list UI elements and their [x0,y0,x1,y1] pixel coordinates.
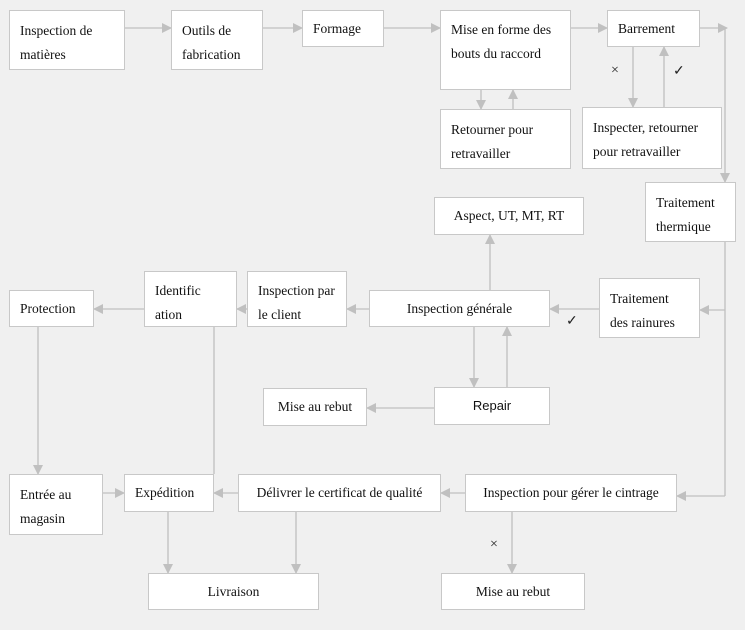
accept-mark-icon: ✓ [566,314,578,329]
node-livraison: Livraison [148,573,319,610]
node-mise-au-rebut-1: Mise au rebut [263,388,367,426]
node-repair: Repair [434,387,550,425]
node-certificat-qualite: Délivrer le certificat de qualité [238,474,441,512]
node-entree-magasin: Entrée au magasin [9,474,103,535]
node-barrement: Barrement [607,10,700,47]
reject-mark-icon: × [490,537,498,552]
node-traitement-thermique: Traitement thermique [645,182,736,242]
node-aspect-ut-mt-rt: Aspect, UT, MT, RT [434,197,584,235]
node-inspection-cintrage: Inspection pour gérer le cintrage [465,474,677,512]
reject-mark-icon: × [611,63,619,78]
node-protection: Protection [9,290,94,327]
node-identification: Identific ation [144,271,237,327]
accept-mark-icon: ✓ [673,64,685,79]
node-mise-au-rebut-2: Mise au rebut [441,573,585,610]
node-inspection-matieres: Inspection de matières [9,10,125,70]
node-inspecter-retourner: Inspecter, retourner pour retravailler [582,107,722,169]
node-traitement-rainures: Traitement des rainures [599,278,700,338]
node-mise-en-forme: Mise en forme des bouts du raccord [440,10,571,90]
node-formage: Formage [302,10,384,47]
node-retourner: Retourner pour retravailler [440,109,571,169]
node-outils-fabrication: Outils de fabrication [171,10,263,70]
node-expedition: Expédition [124,474,214,512]
node-inspection-generale: Inspection générale [369,290,550,327]
node-inspection-client: Inspection par le client [247,271,347,327]
